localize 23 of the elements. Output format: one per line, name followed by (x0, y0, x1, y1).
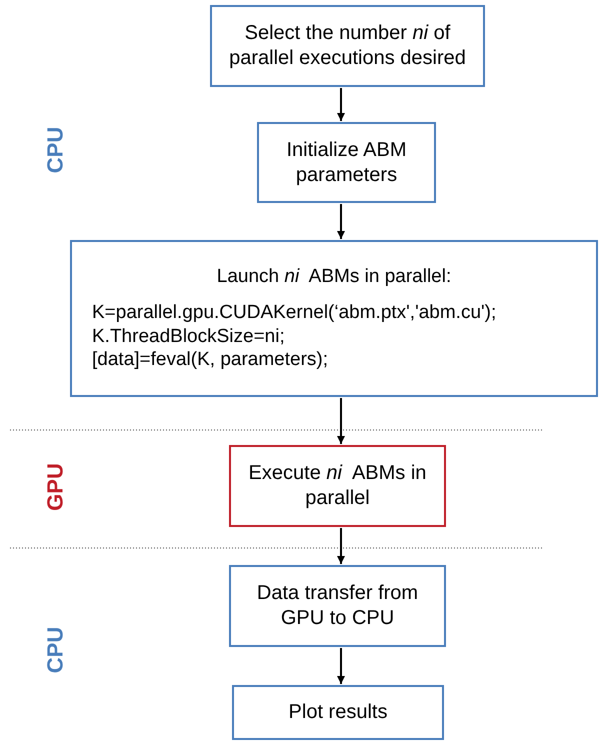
process-box (229, 565, 446, 647)
code-line: K=parallel.gpu.CUDAKernel(‘abm.ptx','abm.cu'); (92, 300, 496, 324)
side-label: GPU (42, 463, 68, 511)
side-label: CPU (42, 126, 68, 174)
box-text: Execute ni ABMs in parallel (248, 461, 428, 511)
process-box (257, 122, 436, 203)
arrow (337, 88, 345, 121)
arrow (337, 398, 345, 444)
arrow (337, 204, 345, 239)
side-label: CPU (42, 626, 68, 674)
box-text: Select the number ni of parallel executions desired (228, 21, 467, 71)
box-text: Plot results (288, 700, 388, 725)
box-text: Initialize ABM parameters (285, 138, 408, 188)
box-text: Data transfer from GPU to CPU (256, 581, 420, 631)
process-box (229, 445, 446, 527)
process-box (232, 685, 444, 740)
code-line: K.ThreadBlockSize=ni; (92, 324, 285, 348)
arrow (337, 648, 345, 684)
code-line: [data]=feval(K, parameters); (92, 348, 328, 372)
process-box (210, 5, 485, 87)
process-box (70, 240, 598, 397)
arrow (337, 528, 345, 564)
box-text: Launch ni ABMs in parallel: (216, 265, 452, 289)
